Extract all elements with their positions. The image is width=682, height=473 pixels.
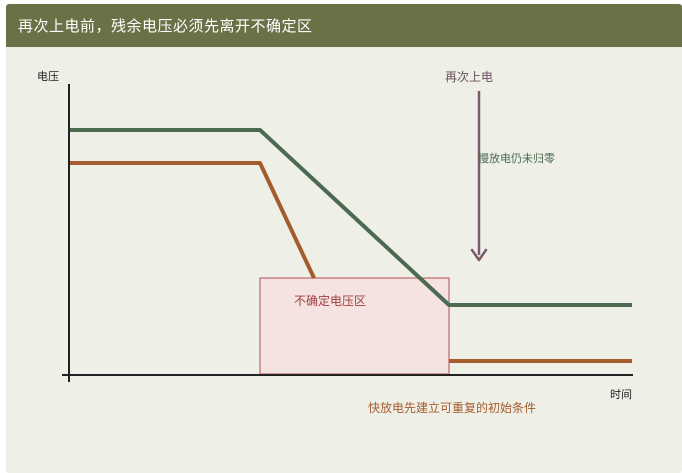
fast-discharge-line <box>69 161 316 279</box>
uncertain-zone-box <box>259 277 450 375</box>
x-axis-label: 时间 <box>610 388 632 401</box>
uncertain-zone-label: 不确定电压区 <box>294 293 366 308</box>
fast-discharge-note: 快放电先建立可重复的初始条件 <box>368 400 536 415</box>
repower-arrow-head <box>470 248 488 262</box>
diagram-frame: 再次上电前，残余电压必须先离开不确定区 <box>6 4 682 473</box>
title-bar: 再次上电前，残余电压必须先离开不确定区 <box>6 4 682 47</box>
y-axis-label: 电压 <box>37 70 59 83</box>
slow-discharge-label: 慢放电仍未归零 <box>478 151 555 165</box>
repower-label: 再次上电 <box>445 70 493 84</box>
slow-discharge-line <box>69 128 632 307</box>
page-title: 再次上电前，残余电压必须先离开不确定区 <box>18 17 313 35</box>
